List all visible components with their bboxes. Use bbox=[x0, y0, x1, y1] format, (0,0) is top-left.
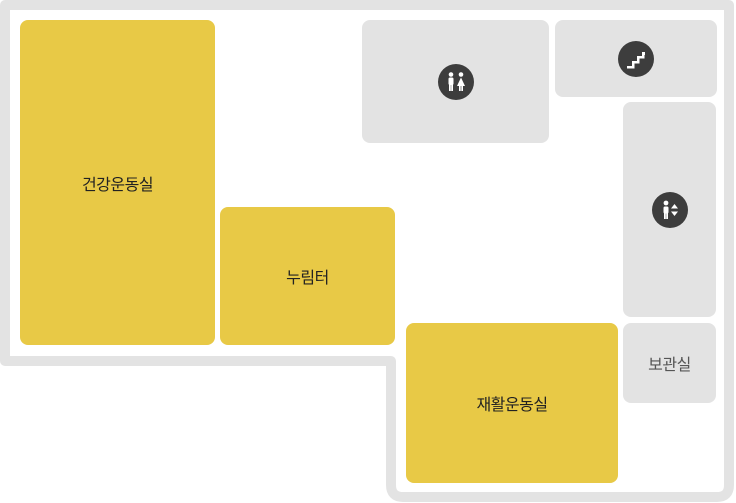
restroom-icon bbox=[437, 63, 474, 100]
room-label-storage: 보관실 bbox=[648, 355, 691, 374]
room-rehab-gym[interactable]: 재활운동실 bbox=[406, 323, 618, 483]
room-elevator[interactable] bbox=[623, 102, 716, 317]
room-health-gym[interactable]: 건강운동실 bbox=[20, 20, 215, 345]
room-restroom[interactable] bbox=[362, 20, 549, 143]
room-nurimteo[interactable]: 누림터 bbox=[220, 207, 395, 345]
room-label-rehab-gym: 재활운동실 bbox=[476, 395, 548, 414]
room-label-health-gym: 건강운동실 bbox=[81, 174, 154, 194]
room-label-nurimteo: 누림터 bbox=[286, 268, 329, 287]
room-stairs[interactable] bbox=[555, 20, 717, 97]
elevator-icon bbox=[651, 191, 688, 228]
stairs-icon bbox=[618, 40, 654, 77]
room-storage[interactable]: 보관실 bbox=[623, 323, 716, 403]
